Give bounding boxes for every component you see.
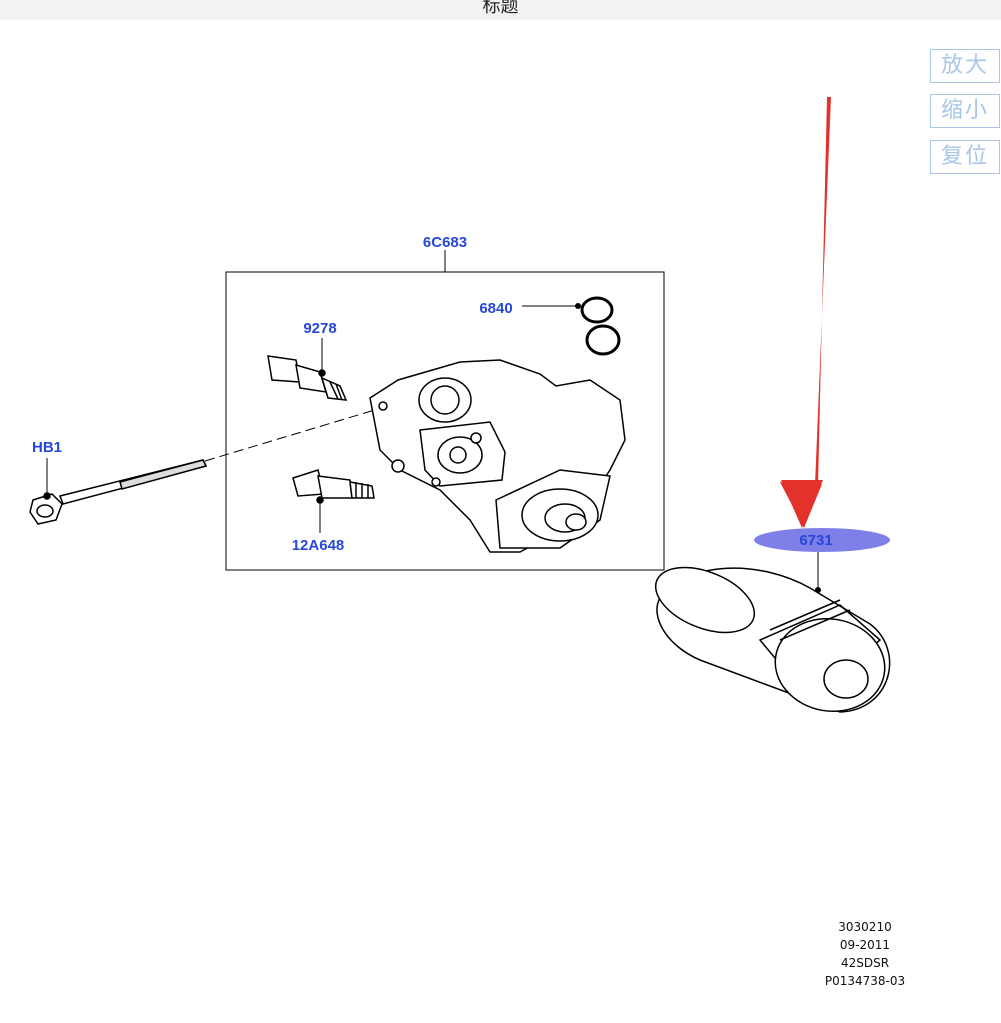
zoom-out-button[interactable]: 缩小 [930, 94, 1000, 128]
filter-callout-highlight [754, 528, 890, 552]
callout-12a648[interactable]: 12A648 [292, 537, 345, 554]
red-arrow-icon [780, 97, 831, 528]
callout-6c683[interactable]: 6C683 [423, 234, 467, 251]
red-arrow-head [781, 480, 823, 528]
callout-9278[interactable]: 9278 [303, 320, 336, 337]
o-ring-icon [575, 296, 621, 356]
oil-filter-icon [654, 566, 891, 713]
reference-code: 42SDSR [840, 956, 890, 970]
pressure-switch-icon [267, 355, 348, 401]
bolt-alignment-line [204, 405, 389, 462]
reference-part-id: P0134738-03 [824, 974, 906, 988]
oil-cooler-housing-icon [369, 359, 626, 553]
reference-number: 3030210 [838, 920, 892, 934]
callout-hb1[interactable]: HB1 [32, 439, 62, 456]
title-bar: 标题 [0, 0, 1001, 20]
zoom-in-button[interactable]: 放大 [930, 49, 1000, 83]
bolt-icon [29, 459, 208, 525]
reset-zoom-button[interactable]: 复位 [930, 140, 1000, 174]
callout-6840[interactable]: 6840 [479, 300, 512, 317]
reference-date: 09-2011 [839, 938, 891, 952]
temperature-sensor-icon [292, 469, 375, 504]
page-title: 标题 [482, 0, 519, 16]
callout-6731[interactable]: 6731 [799, 532, 832, 549]
